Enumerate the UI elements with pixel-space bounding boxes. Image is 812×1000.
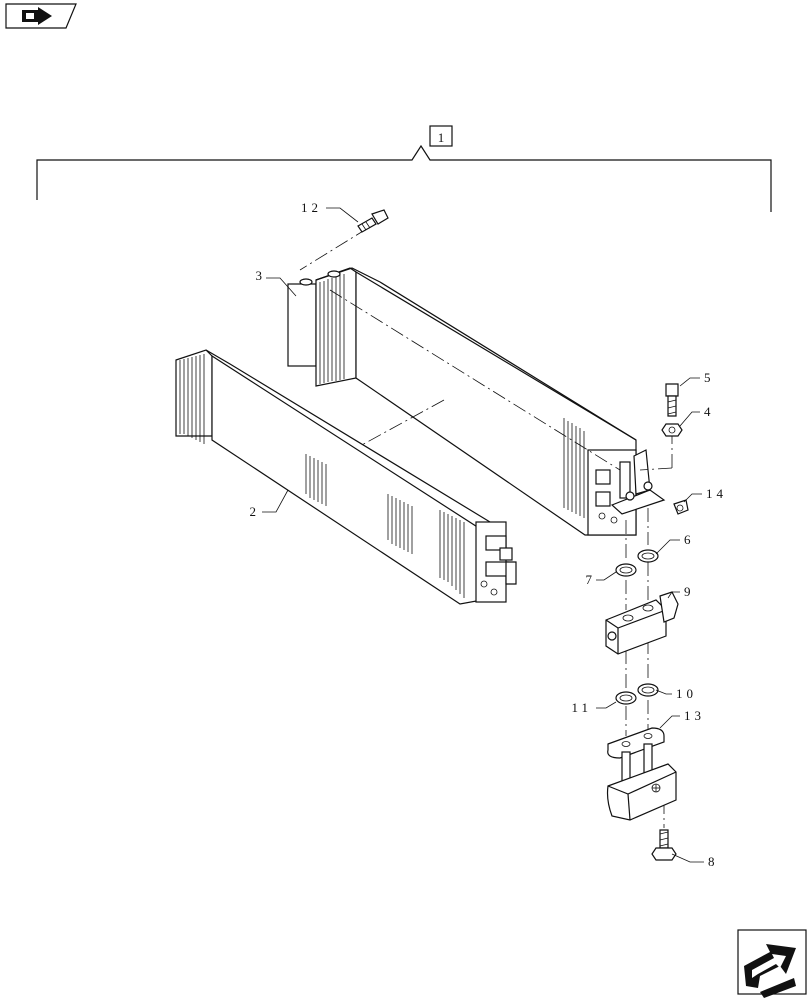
callout-12: 12 [301, 200, 322, 215]
callout-10: 10 [676, 686, 697, 701]
nut-4 [661, 423, 683, 437]
core-3-tubes [595, 461, 631, 524]
callout-11: 11 [571, 700, 592, 715]
callout-9: 9 [684, 584, 691, 599]
o-ring-6 [637, 549, 659, 563]
callout-4: 4 [704, 404, 711, 419]
callout-2: 2 [250, 504, 257, 519]
previous-page-icon[interactable] [5, 3, 77, 29]
callout-13: 13 [684, 708, 705, 723]
expansion-valve-9 [605, 591, 679, 655]
leader-lines [262, 207, 704, 863]
clip-14 [673, 499, 689, 515]
callout-labels: 2 3 4 5 6 7 8 9 10 11 12 13 14 [250, 200, 727, 869]
callout-8: 8 [708, 854, 715, 869]
core-2-tubes [480, 535, 517, 596]
next-page-icon[interactable] [737, 929, 807, 998]
o-ring-7 [615, 563, 637, 577]
manifold-13 [606, 727, 677, 821]
bolt-5 [665, 383, 679, 417]
callout-7: 7 [586, 572, 593, 587]
callout-5: 5 [704, 370, 711, 385]
assembly-bracket: 1 [36, 125, 772, 212]
bolt-8 [651, 829, 677, 861]
o-ring-11 [615, 691, 637, 705]
callout-6: 6 [684, 532, 691, 547]
screw-12 [357, 209, 389, 233]
heater-core-2 [175, 349, 517, 605]
o-ring-10 [637, 683, 659, 697]
callout-14: 14 [706, 486, 727, 501]
callout-1: 1 [438, 130, 445, 145]
callout-3: 3 [256, 268, 263, 283]
